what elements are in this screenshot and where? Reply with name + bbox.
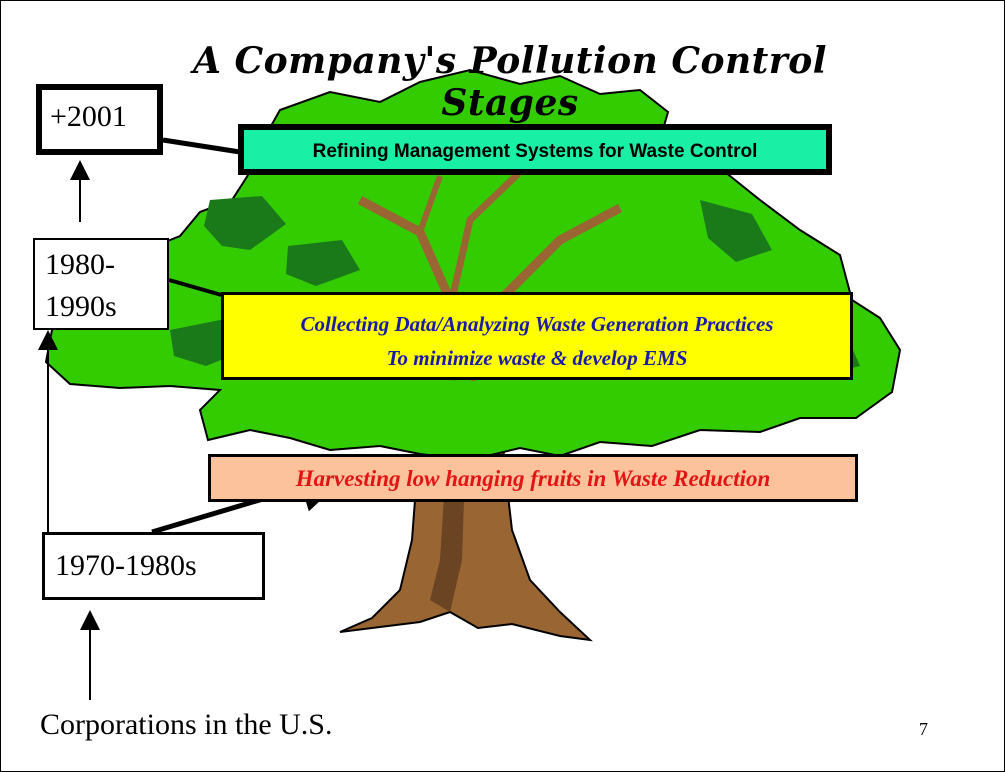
year-label-line: 1990s — [45, 290, 117, 323]
stage-label: Refining Management Systems for Waste Co… — [312, 141, 758, 162]
year-box-2001: +2001 — [36, 84, 163, 155]
year-box-1980s: 1980- 1990s — [33, 238, 169, 330]
tree-branch — [417, 174, 443, 234]
tree-trunk — [339, 379, 593, 642]
stage-label: Harvesting low hanging fruits in Waste R… — [295, 466, 771, 491]
stage-collecting-data: Collecting Data/Analyzing Waste Generati… — [221, 292, 853, 380]
slide-title: A Company's Pollution Control Stages — [193, 40, 827, 124]
stage-harvesting: Harvesting low hanging fruits in Waste R… — [208, 454, 858, 502]
foliage-shade — [204, 196, 286, 250]
connector-2001 — [162, 137, 241, 155]
foliage-shade — [286, 240, 360, 286]
stage-refining: Refining Management Systems for Waste Co… — [238, 124, 832, 175]
year-label: 1970-1980s — [55, 549, 197, 582]
year-box-1970s: 1970-1980s — [42, 532, 265, 600]
page-number: 7 — [919, 719, 928, 739]
tree-branch — [448, 169, 523, 301]
footer-label: Corporations in the U.S. — [40, 708, 333, 741]
year-label: +2001 — [50, 100, 127, 133]
foliage-shade — [700, 200, 772, 262]
year-label-line: 1980- — [45, 248, 115, 281]
stage-label-line: Collecting Data/Analyzing Waste Generati… — [300, 312, 774, 336]
stage-label-line: To minimize waste & develop EMS — [386, 346, 688, 370]
